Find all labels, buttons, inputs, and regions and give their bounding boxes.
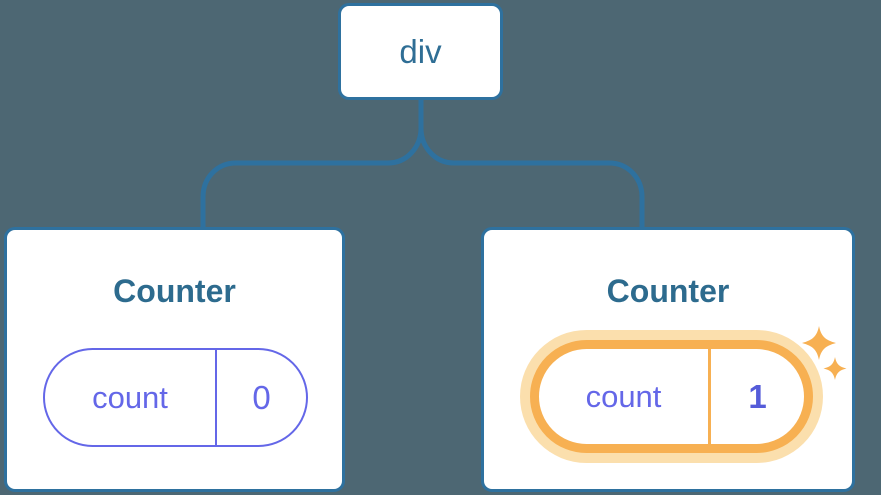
- component-title: Counter: [606, 273, 730, 309]
- tree-node-div: div: [338, 3, 503, 100]
- component-title: Counter: [113, 273, 236, 309]
- state-key: count: [539, 349, 711, 444]
- state-value: 0: [252, 378, 271, 416]
- state-key: count: [45, 350, 217, 445]
- root-node-label: div: [399, 32, 442, 70]
- counter-card-right: Counter count 1: [481, 227, 855, 492]
- connector-left-branch: [200, 100, 424, 227]
- counter-card-left: Counter count 0: [4, 227, 345, 492]
- state-value: 1: [748, 377, 767, 415]
- state-pill: count 0: [43, 348, 308, 447]
- connector-right-branch: [418, 100, 645, 227]
- state-pill-highlighted: count 1: [530, 340, 813, 453]
